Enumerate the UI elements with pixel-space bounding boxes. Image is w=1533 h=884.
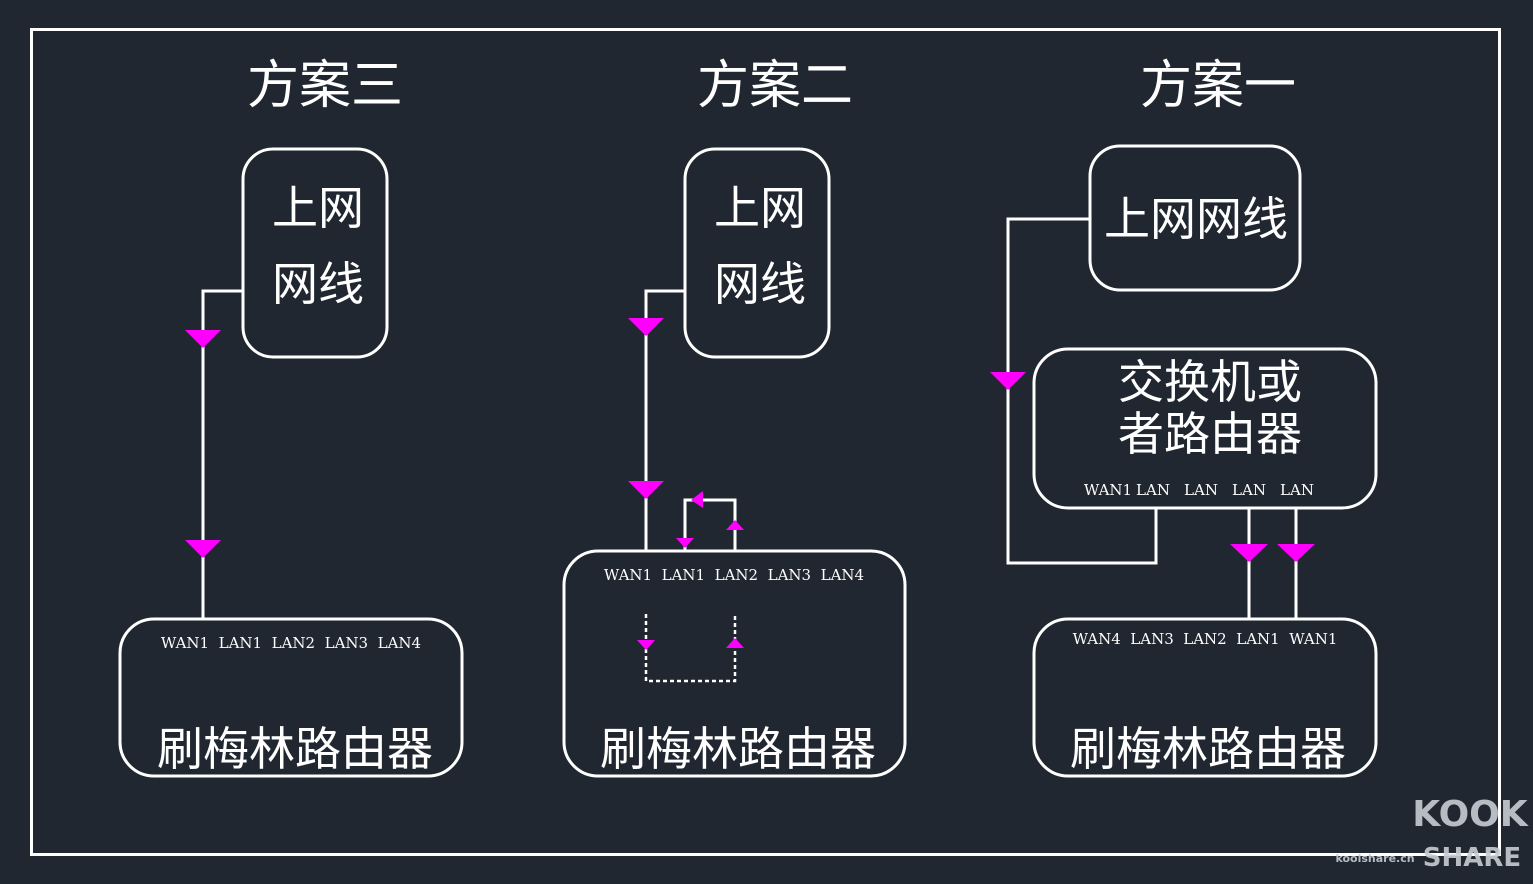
scheme-two-router-label: 刷梅林路由器 [600, 722, 876, 776]
scheme-one-switch-port-wan1: WAN1 [1084, 481, 1132, 499]
scheme-two-cable-line [644, 289, 685, 550]
scheme-two-arrow-down-2 [628, 481, 664, 499]
scheme-two-internal-arrow-down [637, 640, 655, 650]
scheme-three-router-ports: WAN1 LAN1 LAN2 LAN3 LAN4 [161, 634, 421, 652]
scheme-one-router-label: 刷梅林路由器 [1070, 722, 1346, 776]
watermark-logo-bottom: SHARE [1423, 843, 1521, 873]
scheme-two-router-ports: WAN1 LAN1 LAN2 LAN3 LAN4 [604, 566, 864, 584]
scheme-two-loop-arrow-up [726, 520, 744, 530]
scheme-one-switch-label-line1: 交换机或 [1118, 355, 1302, 409]
scheme-three-internet-cable-box [241, 147, 389, 359]
scheme-one-switch-router-box [1032, 347, 1378, 510]
scheme-three-cable-line [201, 289, 243, 620]
scheme-three-arrow-down-1 [185, 330, 221, 348]
scheme-one-cable-line [1006, 217, 1158, 565]
scheme-one-title: 方案一 [1140, 56, 1296, 116]
scheme-two-source-label-line1: 上网 [714, 181, 806, 235]
scheme-two-arrow-down-1 [628, 318, 664, 336]
scheme-three-router-label: 刷梅林路由器 [157, 722, 433, 776]
outer-frame [30, 28, 1501, 856]
scheme-three-merlin-router-box [118, 617, 464, 778]
scheme-three-source-label-line2: 网线 [272, 257, 364, 311]
scheme-one-arrow-down-3 [1277, 544, 1315, 562]
scheme-two-title: 方案二 [697, 56, 853, 116]
scheme-one-switch-port-lan-2: LAN [1184, 481, 1218, 499]
scheme-two-loop-arrow-down [676, 538, 694, 548]
scheme-two-internal-arrow-up [726, 638, 744, 648]
scheme-two-loop-arrow-left [691, 491, 703, 508]
scheme-one-switch-port-lan-1: LAN [1136, 481, 1170, 499]
scheme-three: 方案三 上网 网线 WAN1 LAN1 LAN2 LAN3 LAN4 刷梅林路由… [118, 56, 464, 778]
scheme-three-source-label-line1: 上网 [272, 181, 364, 235]
scheme-two-source-label-line2: 网线 [714, 257, 806, 311]
scheme-one-switch-port-lan-3: LAN [1232, 481, 1266, 499]
scheme-one-arrow-down-1 [990, 372, 1026, 390]
watermark-site: koolshare.cn [1335, 852, 1414, 865]
scheme-two-lan-loop [683, 498, 737, 550]
koolshare-watermark: KOOK SHARE koolshare.cn [1335, 794, 1528, 873]
scheme-one: 方案一 上网网线 交换机或 者路由器 WAN1 LAN LAN LAN LAN … [990, 56, 1378, 778]
scheme-one-switch-port-lan-4: LAN [1280, 481, 1314, 499]
scheme-one-arrow-down-2 [1230, 544, 1268, 562]
scheme-two: 方案二 上网 网线 WAN1 LAN1 LAN2 LAN3 LAN4 刷梅林路由… [562, 56, 907, 778]
scheme-three-title: 方案三 [247, 56, 403, 116]
scheme-one-merlin-router-box [1032, 617, 1378, 778]
scheme-three-arrow-down-2 [185, 540, 221, 558]
scheme-one-switch-label-line2: 者路由器 [1118, 407, 1302, 461]
scheme-one-source-label: 上网网线 [1104, 192, 1288, 246]
scheme-one-router-ports: WAN4 LAN3 LAN2 LAN1 WAN1 [1073, 630, 1338, 648]
scheme-two-internal-bridge [644, 614, 737, 683]
scheme-two-merlin-router-box [562, 549, 907, 778]
watermark-logo-top: KOOK [1412, 794, 1528, 835]
scheme-two-internet-cable-box [683, 147, 831, 359]
